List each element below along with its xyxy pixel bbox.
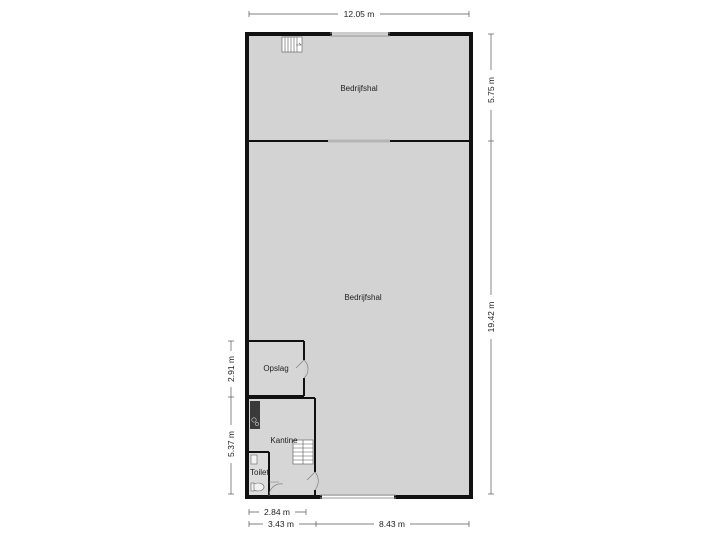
outer-walls: [245, 32, 473, 499]
hall-divider-wall: [249, 139, 469, 143]
dimension-bottom-inner: 2.84 m: [264, 507, 290, 517]
dimension-left-canteen: 5.37 m: [226, 431, 236, 457]
door-swings: [268, 359, 319, 497]
storage-floor: [249, 341, 304, 396]
kitchen-counter-icon: [250, 401, 260, 429]
room-label-canteen: Kantine: [270, 436, 298, 445]
room-label-storage: Opslag: [263, 364, 288, 373]
room-label-hall-main: Bedrijfshal: [344, 293, 382, 302]
dimension-right-lower: 19.42 m: [486, 302, 496, 333]
dimension-bottom-left: 3.43 m: [268, 519, 294, 529]
canteen-stairs-icon: [292, 439, 314, 465]
interior-walls: [249, 340, 316, 496]
toilet-fixture-icon: [250, 454, 265, 492]
dimension-bottom-right: 8.43 m: [379, 519, 405, 529]
stairs-icon: [281, 36, 303, 53]
dimension-right-upper: 5.75 m: [486, 77, 496, 103]
dimension-left-storage: 2.91 m: [226, 356, 236, 382]
room-label-hall-top: Bedrijfshal: [340, 84, 378, 93]
dimension-top-width: 12.05 m: [344, 9, 375, 19]
room-label-toilet: Toilet: [250, 468, 269, 477]
wall-openings: [320, 32, 396, 499]
